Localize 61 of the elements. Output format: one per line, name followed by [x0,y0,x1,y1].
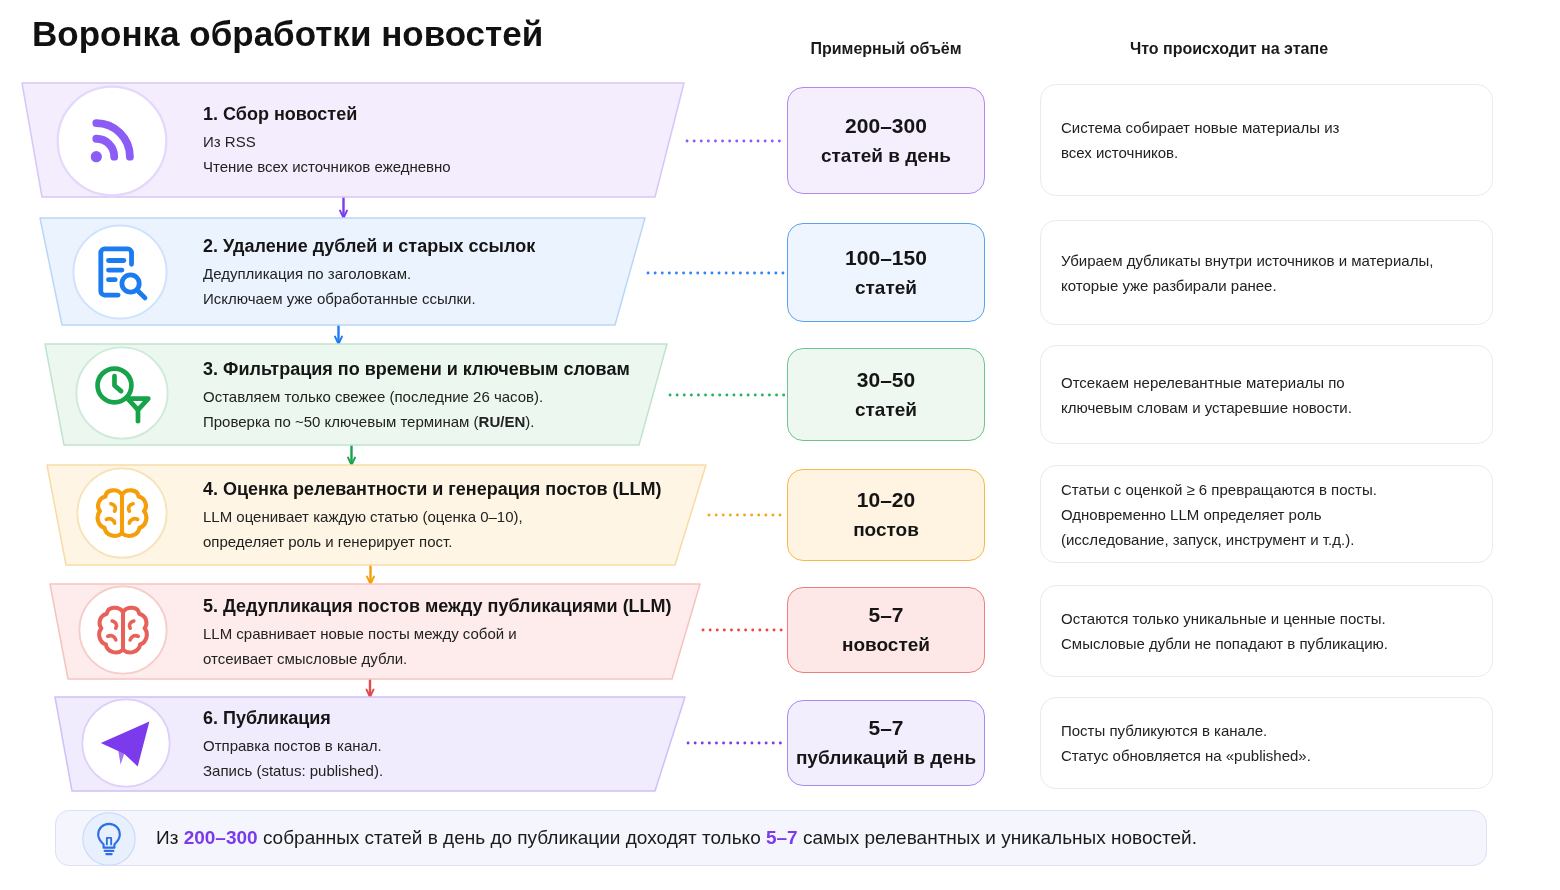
stage-description: LLM оценивает каждую статью (оценка 0–10), определяет роль и генерирует пост. [203,507,524,552]
arrow [365,679,375,698]
stage-description: Из RSS [203,132,256,152]
stage-title: 1. Сбор новостей [203,103,358,126]
description-text: Остаются только уникальные и ценные посты. [1061,609,1386,629]
funnel-stage [22,83,684,197]
volume-card [787,348,985,441]
volume-value: 200–300 [845,112,927,139]
funnel-stage [50,584,700,679]
stage-title: 6. Публикация [203,707,331,730]
stage-description: Проверка по ~50 ключевым терминам (RU/EN). [203,411,535,432]
volume-value: 5–7 [868,715,904,741]
column-header: Что происходит на этапе [1129,40,1329,58]
volume-value: 30–50 [856,366,916,393]
funnel-stage [55,697,685,791]
volume-unit: постов [853,518,919,542]
dotted-connector [646,271,786,275]
description-text: Система собирает новые материалы из всех источников. [1061,118,1341,163]
stage-title: 4. Оценка релевантности и генерация постов (LLM) [203,478,662,501]
arrow [347,445,356,466]
stage-title: 5. Дедупликация постов между публикациями (LLM) [203,594,672,618]
stage-title: 3. Фильтрация по времени и ключевым словам [203,357,630,381]
dotted-connector [668,393,786,397]
volume-unit: публикаций в день [795,746,977,770]
description-text: Смысловые дубли не попадают в публикацию. [1061,634,1388,654]
volume-unit: новостей [842,633,930,657]
stage-description: Чтение всех источников ежедневно [203,157,451,177]
summary-text: Из 200–300 собранных статей в день до публикации доходят только 5–7 самых релевантных и уникальных новостей. [156,826,1197,850]
arrow [339,197,348,219]
stage-title: 2. Удаление дублей и старых ссылок [203,234,536,258]
column-header: Примерный объём [810,40,962,58]
stage-description: LLM сравнивает новые посты между собой и отсеивает смысловые дубли. [203,623,518,669]
volume-unit: статей [855,397,917,422]
volume-card [787,223,985,322]
funnel-stage [45,344,667,445]
volume-value: 100–150 [845,244,927,271]
volume-unit: статей [855,275,917,300]
stage-description: Исключаем уже обработанные ссылки. [203,288,476,309]
volume-card [787,587,985,673]
stage-description: Оставляем только свежее (последние 26 часов). [203,386,544,407]
volume-card [787,700,985,786]
description-text: Статус обновляется на «published». [1061,746,1311,766]
description-text: Отсекаем нерелевантные материалы по ключевым словам и устаревшие новости. [1061,372,1353,418]
description-text: Убираем дубликаты внутри источников и материалы, которые уже разбирали ранее. [1061,250,1435,296]
volume-unit: статей в день [821,143,951,168]
stage-description: Отправка постов в канал. [203,736,382,756]
description-text: Статьи с оценкой ≥ 6 превращаются в посты. [1061,479,1377,500]
volume-value: 10–20 [856,487,916,513]
arrow [334,325,343,345]
funnel-stage [47,465,706,565]
description-text: Посты публикуются в канале. [1061,721,1268,741]
arrow [366,565,375,585]
volume-card [787,87,985,194]
summary-banner [55,810,1487,866]
volume-value: 5–7 [868,602,904,628]
funnel-stage [40,218,645,325]
stage-description: Дедупликация по заголовкам. [203,263,412,284]
description-text: Одновременно LLM определяет роль (исследование, запуск, инструмент и т.д.). [1061,504,1356,550]
stage-description: Запись (status: published). [203,761,384,781]
volume-card [787,469,985,561]
page-title: Воронка обработки новостей [32,14,544,54]
